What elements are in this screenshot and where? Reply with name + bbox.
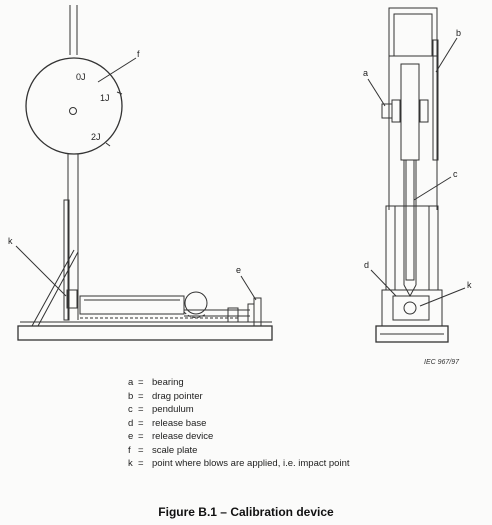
legend-item: d = release base (128, 417, 350, 431)
legend-text: bearing (152, 377, 184, 388)
legend-key: k (128, 458, 133, 469)
callout-d: d (364, 260, 369, 270)
legend-key: b (128, 390, 134, 402)
legend-separator: = (138, 417, 144, 429)
callout-k-left: k (8, 236, 13, 246)
figure-caption: Figure B.1 – Calibration device (158, 505, 334, 519)
legend-separator: = (138, 458, 144, 469)
release-base (381, 289, 443, 327)
pendulum-upper (400, 63, 420, 161)
legend-separator: = (138, 431, 144, 442)
legend-key: f (128, 444, 131, 456)
scale-label-2j: 2J (91, 132, 101, 142)
legend-separator: = (138, 444, 144, 456)
legend: a = bearing b = drag pointer c = pendulum d = re… (128, 376, 350, 471)
legend-item: f = scale plate (128, 444, 350, 458)
legend-key: c (128, 404, 133, 415)
scale-plate (25, 57, 123, 155)
lower-housing (385, 205, 439, 291)
legend-separator: = (138, 404, 144, 415)
legend-separator: = (138, 377, 144, 388)
callout-k-right: k (467, 280, 472, 290)
legend-item: k = point where blows are applied, i.e. im… (128, 457, 350, 471)
legend-text: point where blows are applied, i.e. impa… (152, 458, 350, 469)
pivot-hole (69, 107, 77, 115)
scale-label-0j: 0J (76, 72, 86, 82)
base-plate (17, 325, 273, 341)
callout-e: e (236, 265, 241, 275)
scale-label-1j: 1J (100, 93, 110, 103)
top-frame (388, 7, 438, 57)
legend-item: b = drag pointer (128, 390, 350, 404)
release-tube (79, 295, 185, 315)
legend-item: a = bearing (128, 376, 350, 390)
front-base (375, 325, 449, 343)
legend-text: scale plate (152, 444, 198, 456)
callout-b: b (456, 28, 461, 38)
legend-item: e = release device (128, 430, 350, 444)
release-knob (247, 303, 255, 323)
callout-a: a (363, 68, 368, 78)
legend-key: a (128, 377, 134, 388)
diagonal-strut (31, 249, 75, 327)
release-ball (184, 291, 208, 315)
legend-separator: = (138, 390, 144, 402)
legend-text: pendulum (152, 404, 194, 415)
legend-text: release base (152, 417, 207, 429)
drag-pointer (432, 39, 439, 161)
iec-reference: IEC 967/97 (424, 359, 460, 366)
legend-text: drag pointer (152, 390, 203, 402)
callout-f: f (137, 49, 140, 59)
side-view (15, 5, 273, 341)
impact-point-block (66, 289, 78, 309)
legend-item: c = pendulum (128, 403, 350, 417)
legend-key: e (128, 431, 134, 442)
legend-text: release device (152, 431, 214, 442)
bearing (381, 103, 393, 119)
impact-point (403, 301, 417, 315)
callout-c: c (453, 169, 458, 179)
front-view (367, 7, 466, 343)
legend-key: d (128, 417, 134, 429)
